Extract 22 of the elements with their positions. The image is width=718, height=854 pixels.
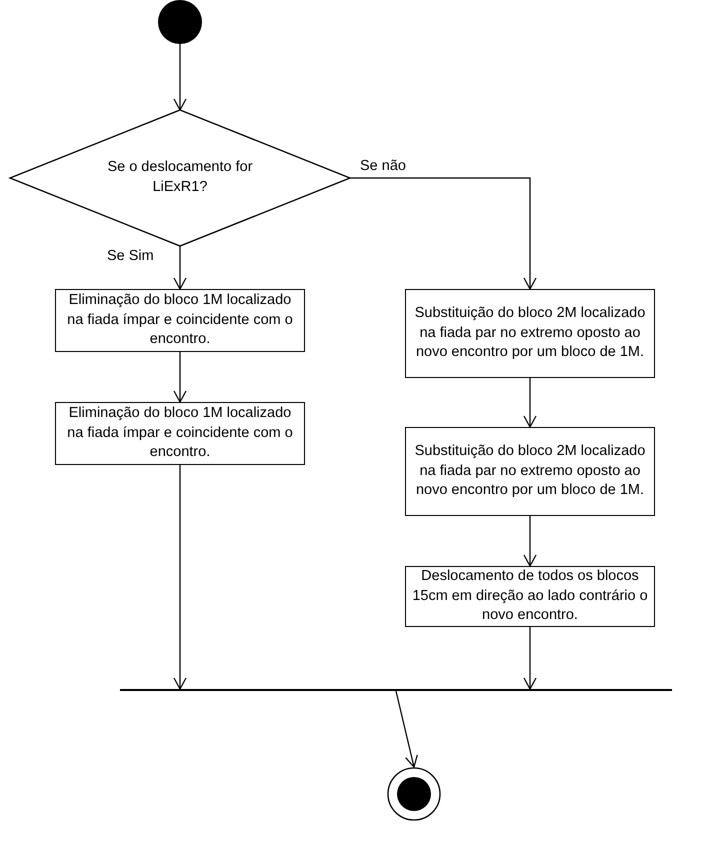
step-text: Substituição do bloco 2M localizado na fiada par no extremo oposto ao novo encontro por um bloco de 1M. [414,304,646,362]
step-text: Eliminação do bloco 1M localizado na fiada ímpar e coincidente com o encontro. [66,291,294,350]
process-box [55,402,305,465]
arrow [173,465,187,690]
end-node [387,767,441,821]
step-text: Deslocamento de todos os blocos 15cm em direção ao lado contrário o novo encontro. [412,567,648,626]
arrow [523,627,537,690]
start-node [158,0,202,44]
arrow [173,352,187,403]
decision-diamond [10,110,350,246]
arrow [350,177,537,290]
process-box [405,427,655,516]
arrow [173,246,187,290]
step-text: Se o deslocamento for LiExR1? [106,158,254,197]
arrow [395,690,418,768]
arrow [173,44,187,111]
process-box [405,289,655,378]
process-box [55,289,305,352]
arrow [523,516,537,567]
arrow [523,378,537,428]
step-text: Substituição do bloco 2M localizado na fiada par no extremo oposto ao novo encontro por um bloco de 1M. [414,442,646,500]
step-text: Eliminação do bloco 1M localizado na fiada ímpar e coincidente com o encontro. [66,404,294,462]
